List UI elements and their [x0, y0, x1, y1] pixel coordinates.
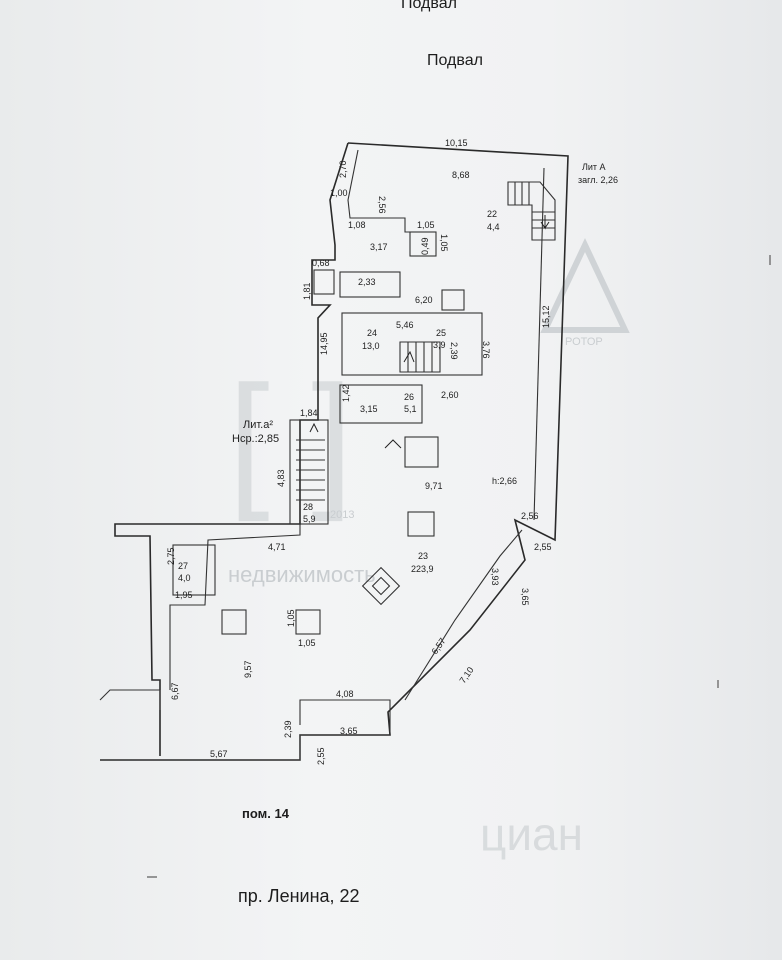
dimension-label: 2,55 — [534, 542, 552, 552]
page-title: Подвал — [427, 52, 483, 69]
dimension-label: 1,95 — [175, 590, 193, 600]
stairs — [296, 181, 556, 501]
room-number: 22 — [487, 209, 497, 219]
dimension-label: 3,76 — [481, 341, 491, 359]
room-number: 24 — [367, 328, 377, 338]
dimension-label: 14,95 — [319, 332, 329, 355]
letter-labels: Лит А загл. 2,26 Лит.а² Нср.:2,85 h:2,66 — [232, 162, 618, 486]
room-area: 5,1 — [404, 404, 417, 414]
dimension-label: 7,10 — [457, 665, 475, 685]
column-b — [221, 609, 247, 635]
dimension-label: 6,67 — [170, 682, 180, 700]
stair-landing — [441, 289, 465, 311]
height-main-label: h:2,66 — [492, 476, 517, 486]
dimension-label: 0,49 — [420, 237, 430, 255]
dimension-label: 1,05 — [439, 234, 449, 252]
room-24-25-outline — [341, 312, 483, 376]
dimension-label: 3,65 — [520, 588, 530, 606]
dimension-label: 4,71 — [268, 542, 286, 552]
dimension-label: 3,65 — [340, 726, 358, 736]
room-27-outline — [172, 544, 216, 596]
scan-marks — [147, 255, 771, 878]
room-number: 26 — [404, 392, 414, 402]
letter-a2-label: Лит.а² — [243, 419, 273, 431]
dimension-label: 3,15 — [360, 404, 378, 414]
dimension-label: 1,05 — [417, 220, 435, 230]
dimension-label: 5,46 — [396, 320, 414, 330]
dimension-label: 5,67 — [210, 749, 228, 759]
depth-a-label: загл. 2,26 — [578, 175, 618, 185]
dimension-label: 10,15 — [445, 138, 468, 148]
dimension-label: 3,93 — [490, 568, 500, 586]
dimension-label: 15,12 — [541, 305, 551, 328]
watermark-year: 2013 — [330, 509, 354, 521]
dimension-label: 2,39 — [449, 342, 459, 360]
dimension-label: 0,68 — [312, 258, 330, 268]
dimension-label: 2,56 — [521, 511, 539, 521]
column-d — [361, 566, 401, 606]
dimension-label: 4,83 — [276, 469, 286, 487]
room-area: 13,0 — [362, 341, 380, 351]
watermark-brand: РОТОР — [565, 336, 603, 348]
room-number: 27 — [178, 561, 188, 571]
column-c — [295, 609, 321, 635]
watermark-agency: недвижимость — [228, 562, 376, 587]
stair-28-outline — [289, 419, 329, 525]
room-number: 23 — [418, 551, 428, 561]
dimension-label: 4,08 — [336, 689, 354, 699]
room-area: 4,0 — [178, 573, 191, 583]
dimension-label: 1,00 — [330, 188, 348, 198]
room-labels: 22 4,4 24 13,0 25 3,9 26 5,1 28 5,9 23 2… — [178, 209, 500, 583]
dimension-label: 1,81 — [302, 282, 312, 300]
dimension-label: 6,57 — [429, 636, 447, 656]
stair-25-icon — [399, 341, 441, 373]
height-a2-label: Нср.:2,85 — [232, 433, 279, 445]
unit-number: пом. 14 — [242, 806, 289, 821]
watermark-cian: циан — [480, 808, 583, 860]
stair-22-icon — [507, 181, 556, 241]
room-area: 4,4 — [487, 222, 500, 232]
address: пр. Ленина, 22 — [238, 886, 360, 906]
room-26-annex — [404, 436, 439, 468]
dimension-label: 1,84 — [300, 408, 318, 418]
dimension-label: 1,05 — [298, 638, 316, 648]
dimension-label: 9,71 — [425, 481, 443, 491]
column-a — [407, 511, 435, 537]
letter-a-label: Лит А — [582, 162, 606, 172]
watermark-rotor-logo-icon — [540, 237, 630, 333]
dimension-label: 2,33 — [358, 277, 376, 287]
dimension-label: 2,55 — [316, 747, 326, 765]
dimension-label: 2,39 — [283, 720, 293, 738]
stair-arrow-icon — [384, 439, 402, 449]
room-area: 5,9 — [303, 514, 316, 524]
dimension-label: 2,75 — [166, 547, 176, 565]
dimension-label: 6,20 — [415, 295, 433, 305]
dimension-label: 1,42 — [341, 384, 351, 402]
room-area: 223,9 — [411, 564, 434, 574]
dimension-label: 1,08 — [348, 220, 366, 230]
room-small-1-05 — [409, 231, 437, 257]
dimension-label: 9,57 — [243, 660, 253, 678]
room-number: 28 — [303, 502, 313, 512]
niche-0-68 — [313, 269, 335, 295]
dimension-label: 1,05 — [286, 609, 296, 627]
room-2-33 — [339, 271, 401, 298]
cut-off-header-title: Подвал — [401, 0, 457, 12]
dimension-label: 2,60 — [441, 390, 459, 400]
room-26-outline — [339, 384, 423, 424]
room-area: 3,9 — [433, 340, 446, 350]
inner-rooms — [172, 231, 483, 635]
room-number: 25 — [436, 328, 446, 338]
dimension-label: 3,17 — [370, 242, 388, 252]
dimension-label: 2,70 — [338, 160, 348, 178]
dimension-label: 2,56 — [377, 196, 387, 214]
dimension-label: 8,68 — [452, 170, 470, 180]
dimension-labels: 10,15 8,68 2,70 2,56 1,00 1,08 1,05 1,05… — [166, 138, 552, 765]
stair-28-icon — [296, 422, 325, 501]
